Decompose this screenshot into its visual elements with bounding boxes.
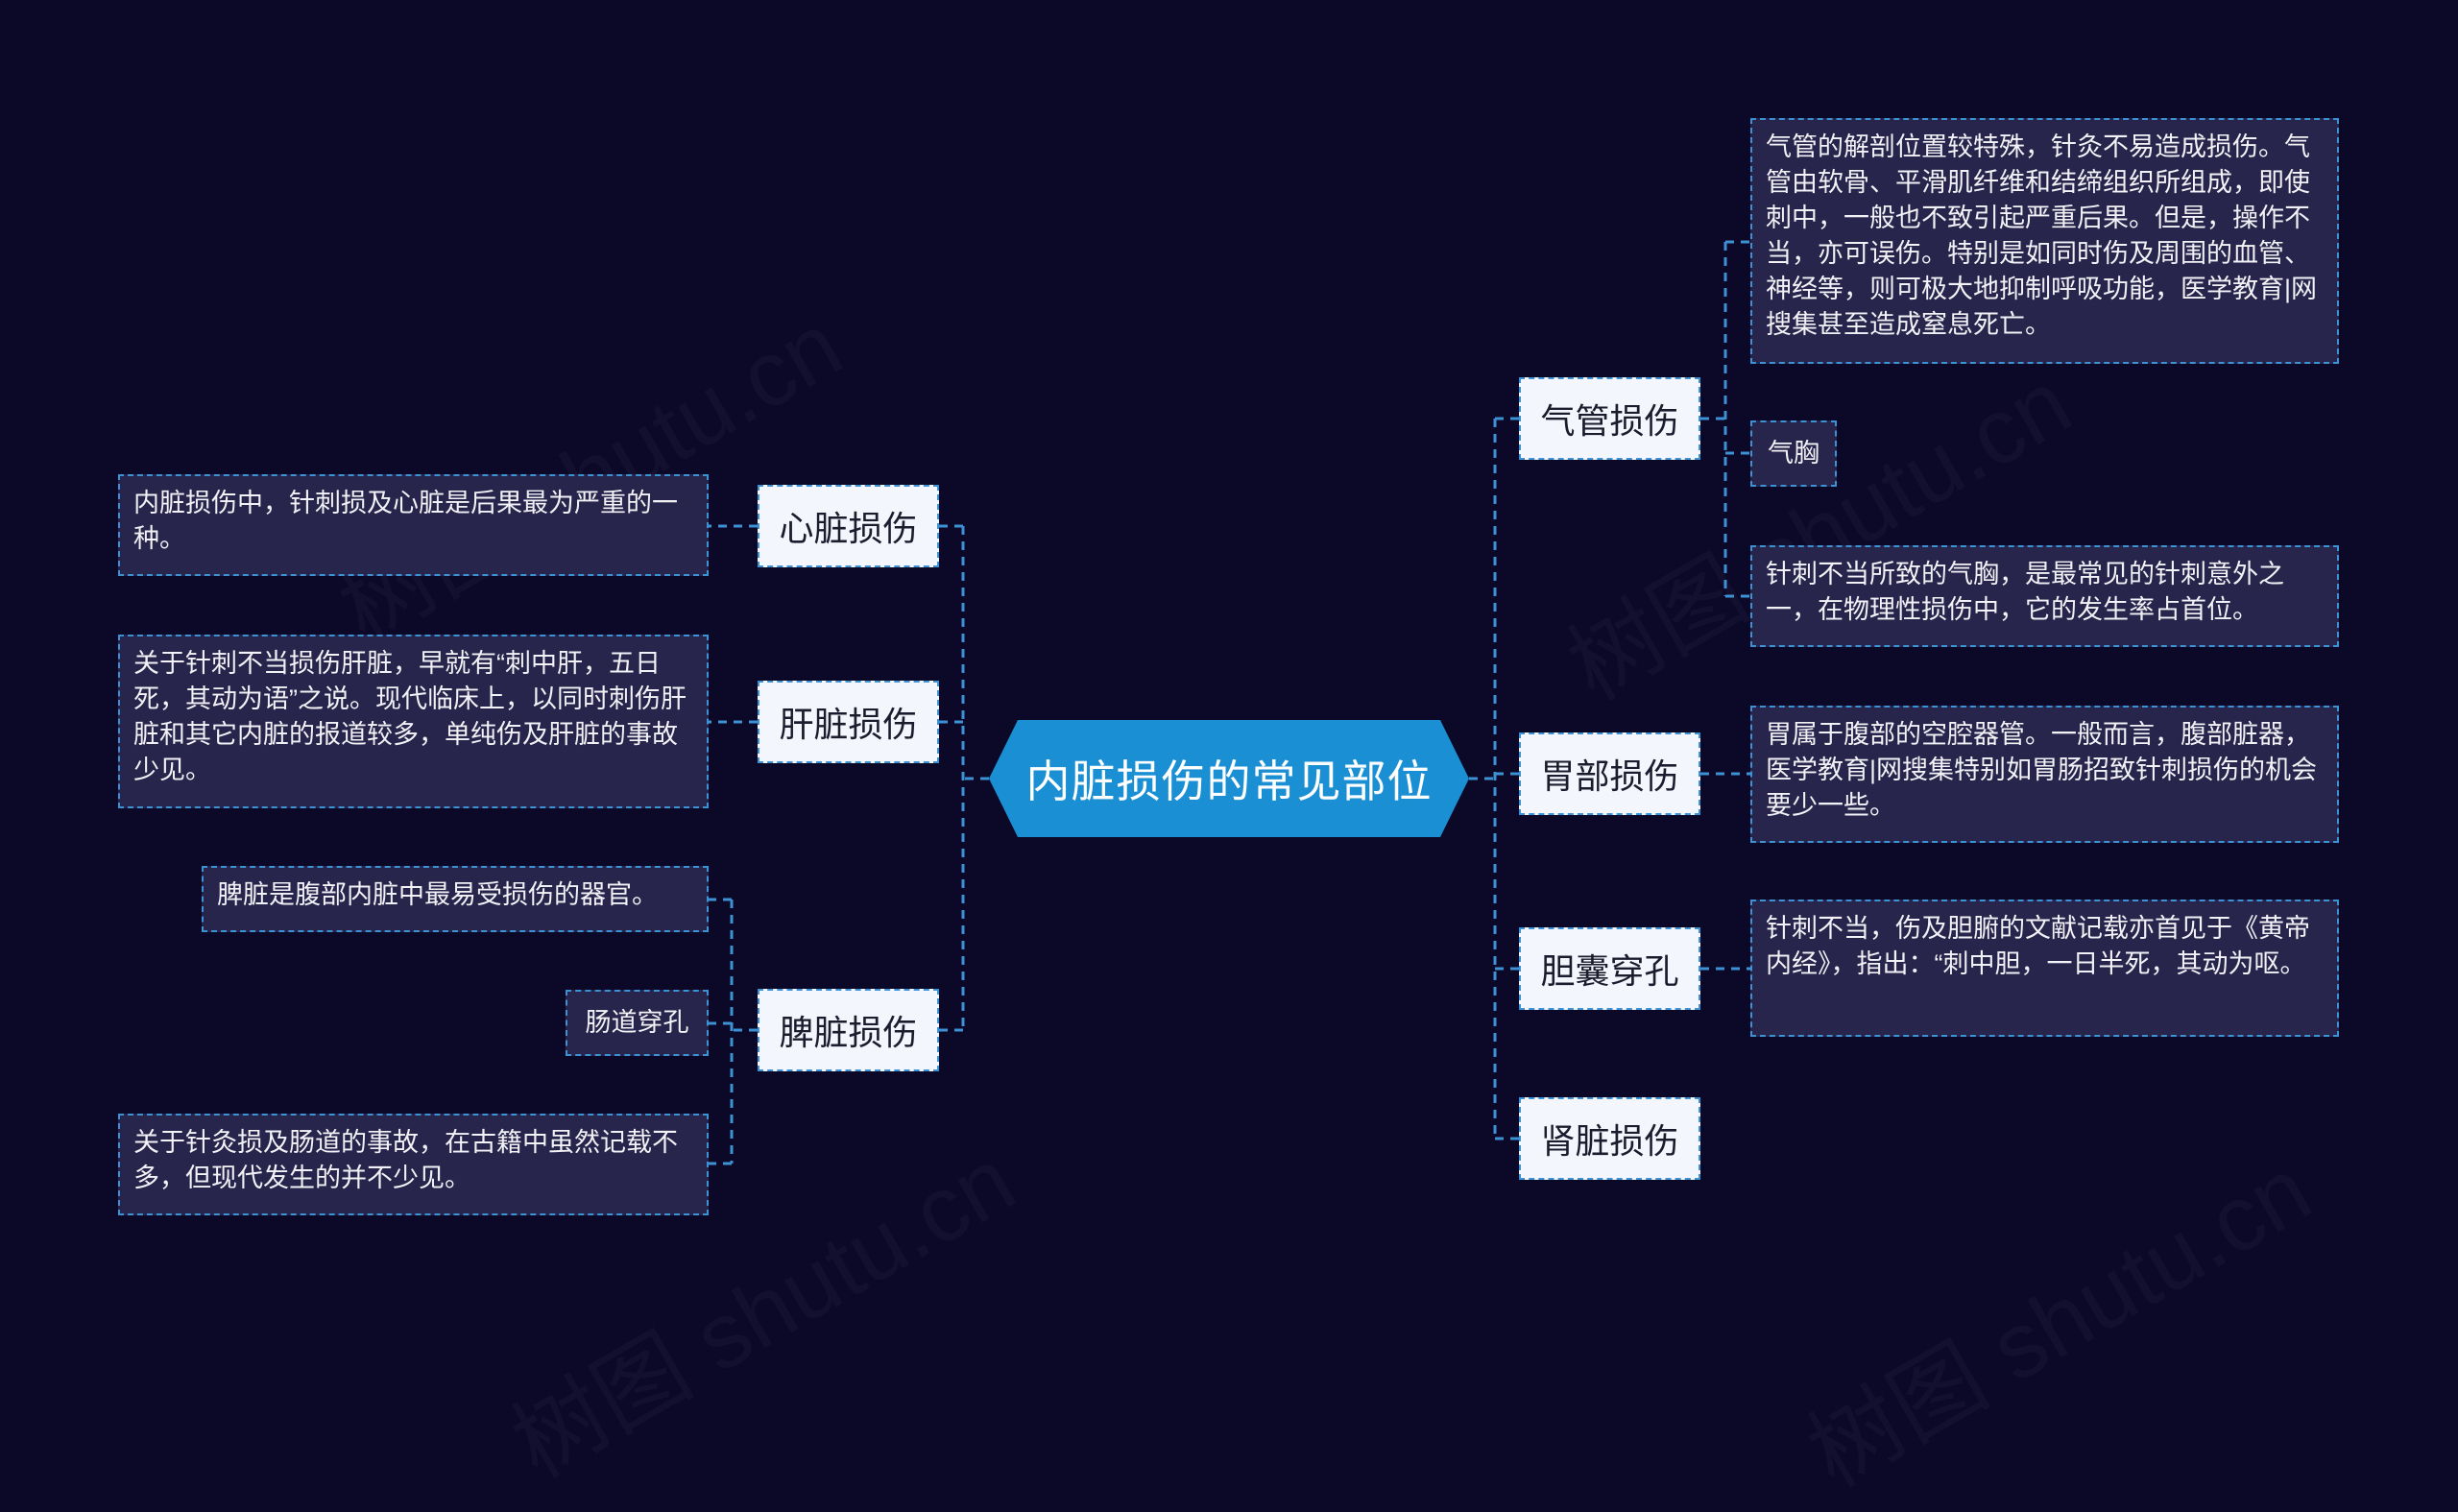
leaf-trachea-note[interactable]: 气管的解剖位置较特殊，针灸不易造成损伤。气管由软骨、平滑肌纤维和结缔组织所组成，… [1750,118,2339,364]
leaf-spleen-note[interactable]: 脾脏是腹部内脏中最易受损伤的器官。 [202,866,709,932]
leaf-liver-note[interactable]: 关于针刺不当损伤肝脏，早就有“刺中肝，五日死，其动为语”之说。现代临床上，以同时… [118,635,709,808]
leaf-gallbladder-note[interactable]: 针刺不当，伤及胆腑的文献记载亦首见于《黄帝内经》，指出：“刺中胆，一日半死，其动… [1750,900,2339,1037]
topic-liver-injury[interactable]: 肝脏损伤 [758,681,939,763]
topic-kidney-injury[interactable]: 肾脏损伤 [1519,1097,1700,1180]
leaf-intestine-note[interactable]: 关于针灸损及肠道的事故，在古籍中虽然记载不多，但现代发生的并不少见。 [118,1114,709,1215]
leaf-pneumothorax-note[interactable]: 针刺不当所致的气胸，是最常见的针刺意外之一，在物理性损伤中，它的发生率占首位。 [1750,545,2339,647]
topic-stomach-injury[interactable]: 胃部损伤 [1519,732,1700,815]
topic-trachea-injury[interactable]: 气管损伤 [1519,377,1700,460]
connector-lines [709,240,1750,1165]
leaf-heart-note[interactable]: 内脏损伤中，针刺损及心脏是后果最为严重的一种。 [118,474,709,576]
topic-gallbladder-perforation[interactable]: 胆囊穿孔 [1519,927,1700,1010]
topic-spleen-injury[interactable]: 脾脏损伤 [758,989,939,1071]
leaf-pneumothorax[interactable]: 气胸 [1750,420,1837,487]
leaf-intestinal-perforation[interactable]: 肠道穿孔 [566,990,709,1056]
mindmap-canvas: 树图 shutu.cn 树图 shutu.cn 树图 shutu.cn 树图 s… [118,118,2339,1215]
topic-heart-injury[interactable]: 心脏损伤 [758,485,939,567]
leaf-stomach-note[interactable]: 胃属于腹部的空腔器管。一般而言，腹部脏器，医学教育|网搜集特别如胃肠招致针刺损伤… [1750,706,2339,843]
central-topic[interactable]: 内脏损伤的常见部位 [989,720,1469,837]
